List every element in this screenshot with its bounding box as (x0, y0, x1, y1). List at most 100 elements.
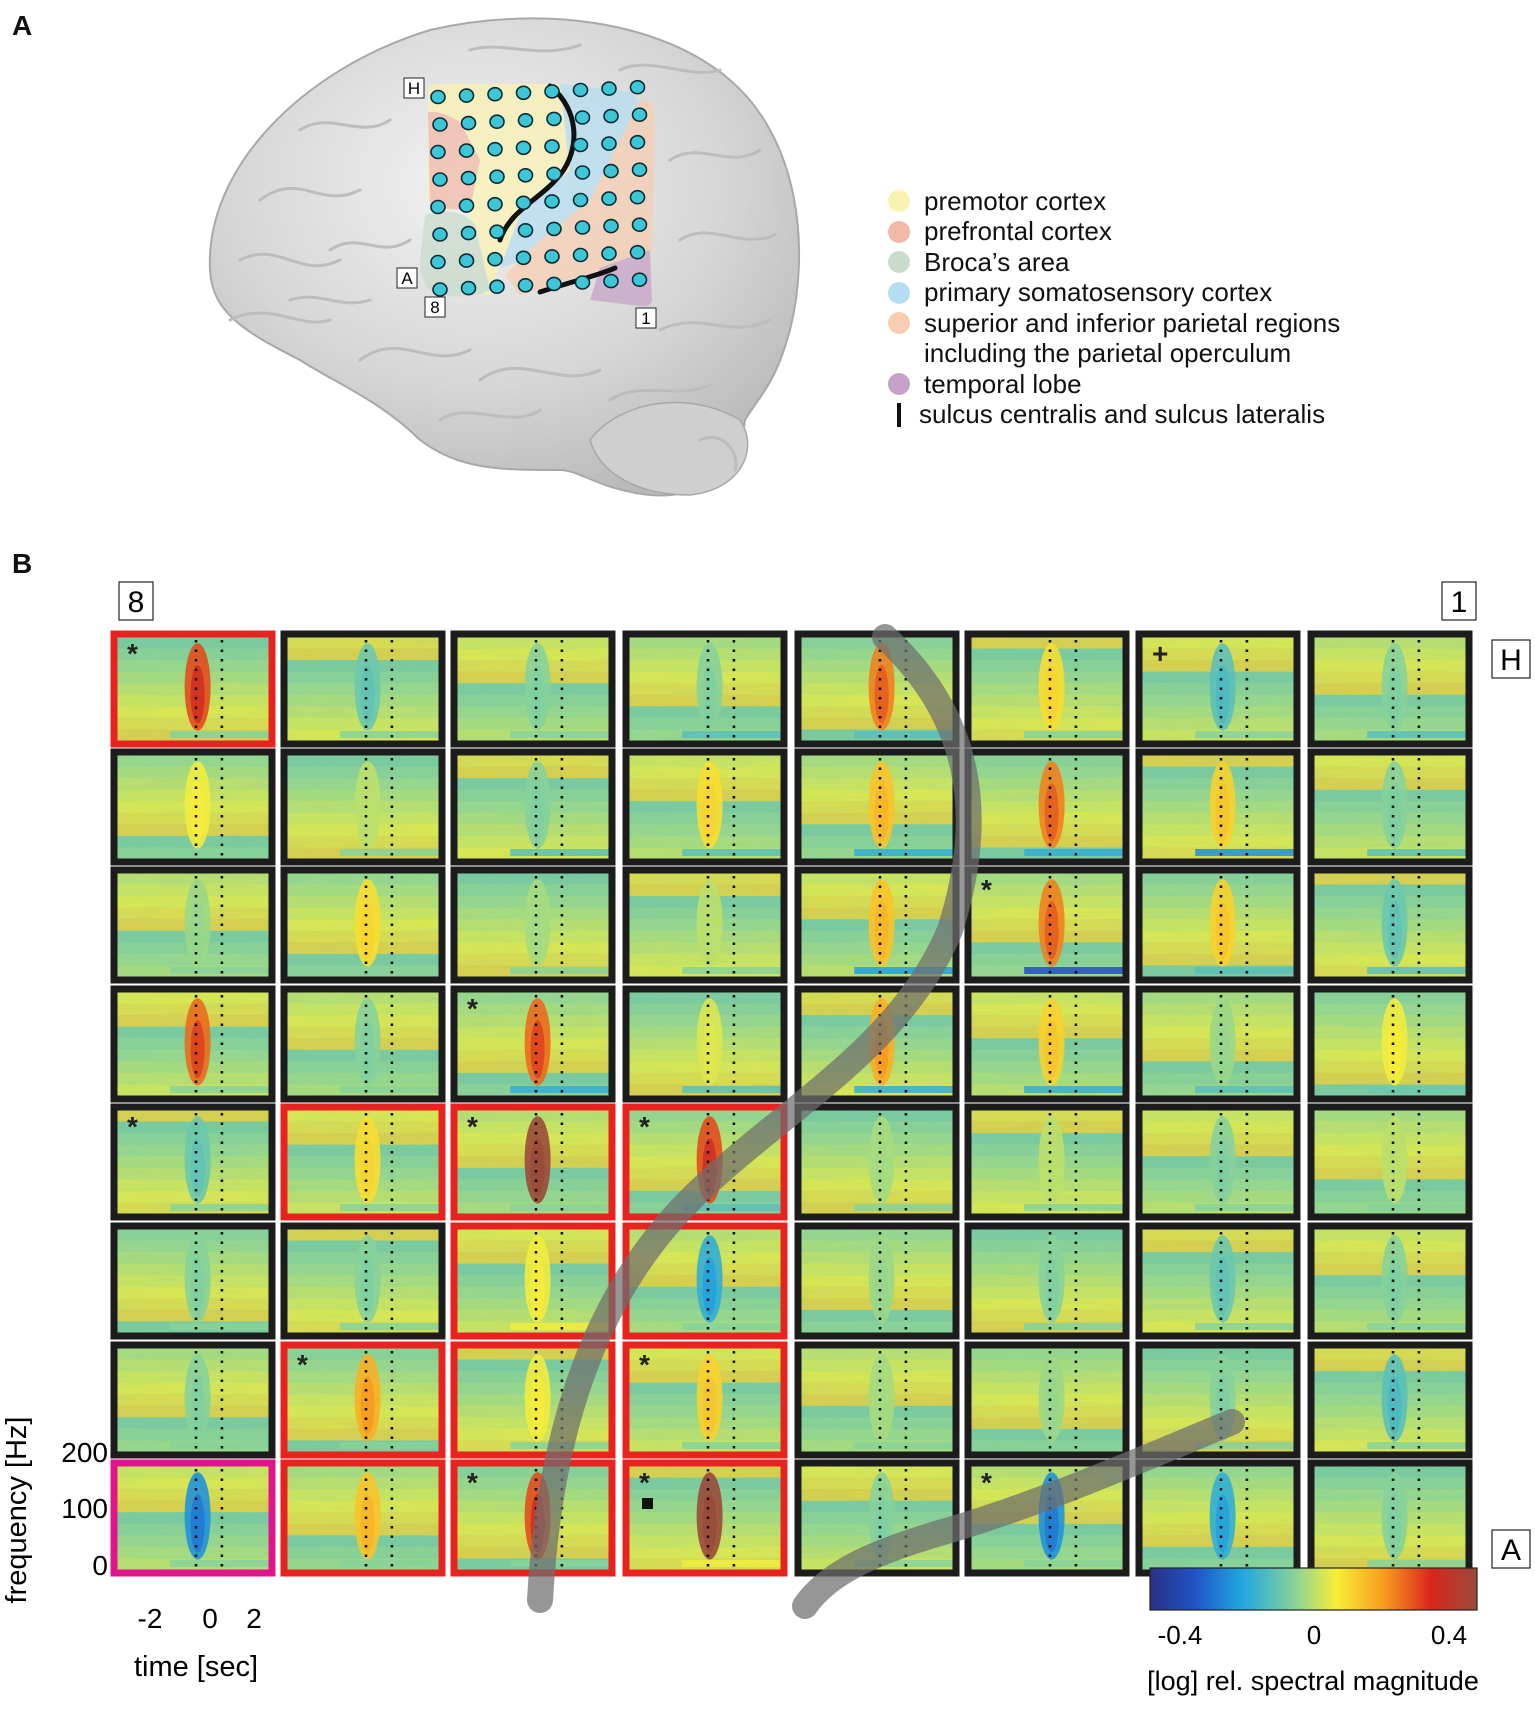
electrode-dot (572, 137, 589, 153)
electrode-dot (489, 279, 505, 295)
low-frequency-band (510, 967, 609, 974)
electrode-dot (631, 272, 648, 288)
low-frequency-band (854, 1442, 953, 1449)
spectrogram-cell (622, 748, 788, 866)
electrode-dot (546, 111, 562, 127)
spectrogram-cell (964, 1222, 1130, 1340)
activation-core (360, 901, 375, 960)
electrode-dot (629, 189, 646, 205)
cell-border (1135, 1103, 1301, 1221)
cell-border (450, 748, 616, 866)
significance-mark: * (297, 1349, 308, 1380)
spectrogram-cell (280, 1222, 446, 1340)
cell-border (964, 1103, 1130, 1221)
low-frequency-band (1367, 1086, 1466, 1093)
activation-core (1215, 783, 1230, 842)
legend-swatch (888, 312, 910, 335)
legend-label: temporal lobe (924, 368, 1082, 399)
low-frequency-band (340, 1560, 439, 1567)
activation-core (702, 665, 717, 724)
low-frequency-band (340, 1086, 439, 1093)
low-frequency-band (854, 849, 953, 856)
spectrogram-cell (964, 630, 1130, 748)
legend-item-broca: Broca’s area (888, 247, 1508, 278)
cell-border (450, 985, 616, 1103)
activation-core (1215, 665, 1230, 724)
electrode-dot (629, 79, 646, 95)
electrode-dot (517, 168, 534, 183)
gyrus-line (258, 187, 362, 202)
cell-border (1135, 630, 1301, 748)
activation-core (530, 1257, 545, 1316)
electrode-dot (489, 169, 505, 184)
cell-border (622, 866, 788, 984)
spectrogram-cell: * (964, 866, 1130, 984)
spectrogram-cell: + (1135, 630, 1301, 748)
activation-core (360, 783, 375, 842)
frequency-axis: 200 100 0 frequency [Hz] (1, 1417, 108, 1604)
spectrogram-cell (110, 866, 276, 984)
spectrogram-cell (1307, 1222, 1473, 1340)
significance-mark: * (639, 1467, 650, 1498)
electrode-dot (487, 141, 503, 157)
electrode-dot (460, 170, 477, 186)
cell-border (622, 1341, 788, 1459)
corner-label-h: H (408, 79, 420, 98)
electrode-dot (546, 276, 562, 292)
activation-core (874, 783, 889, 842)
low-frequency-band (510, 1204, 609, 1211)
low-frequency-band (682, 1560, 781, 1567)
activation-core (1044, 665, 1059, 724)
spectrogram-cell (1135, 748, 1301, 866)
cell-border (280, 866, 446, 984)
gyrus-line (288, 295, 372, 305)
spectrogram-cell (1307, 1459, 1473, 1577)
low-frequency-band (1024, 967, 1123, 974)
low-frequency-band (854, 967, 953, 974)
activation-core (1044, 1376, 1059, 1435)
spectrogram-cell (450, 630, 616, 748)
significance-mark: + (1152, 638, 1168, 669)
gyrus-line (698, 435, 738, 472)
electrode-dot (572, 192, 589, 208)
electrode-dot (601, 81, 617, 96)
spectrogram-cell (964, 985, 1130, 1103)
low-frequency-band (1195, 1442, 1294, 1449)
cell-border (280, 630, 446, 748)
low-frequency-band (1195, 1560, 1294, 1567)
activation-core (530, 1376, 545, 1435)
colorbar-label: [log] rel. spectral magnitude (1147, 1666, 1479, 1696)
cell-border (110, 1103, 276, 1221)
column-label-8: 8 (128, 586, 145, 619)
activation-core (1387, 901, 1402, 960)
spectrogram-cell (1135, 985, 1301, 1103)
low-frequency-band (340, 967, 439, 974)
electrode-dot (631, 107, 648, 122)
activation-core (874, 665, 889, 724)
cell-border (110, 748, 276, 866)
cell-border (280, 1341, 446, 1459)
spectrogram-cell (964, 1341, 1130, 1459)
cell-border (1135, 985, 1301, 1103)
spectrogram-cell (794, 866, 960, 984)
activation-core (360, 1376, 375, 1435)
y-tick-100: 100 (61, 1493, 108, 1524)
low-frequency-band (170, 1204, 269, 1211)
electrode-dot (430, 144, 446, 160)
electrode-dot (458, 253, 475, 268)
low-frequency-band (1195, 731, 1294, 738)
colorbar: -0.4 0 0.4 [log] rel. spectral magnitude (1147, 1567, 1479, 1696)
electrode-dot (432, 117, 448, 132)
region-legend: premotor cortex prefrontal cortex Broca’… (888, 186, 1508, 430)
spectrogram-cell (1135, 866, 1301, 984)
cell-border (964, 1222, 1130, 1340)
spectrogram-cell: * (450, 1103, 616, 1221)
cell-border (1307, 866, 1473, 984)
cell-border (622, 985, 788, 1103)
activation-core (1215, 1494, 1230, 1553)
low-frequency-band (682, 967, 781, 974)
cell-border (622, 630, 788, 748)
activation-core (360, 1138, 375, 1197)
spectrogram-cell (1307, 1103, 1473, 1221)
